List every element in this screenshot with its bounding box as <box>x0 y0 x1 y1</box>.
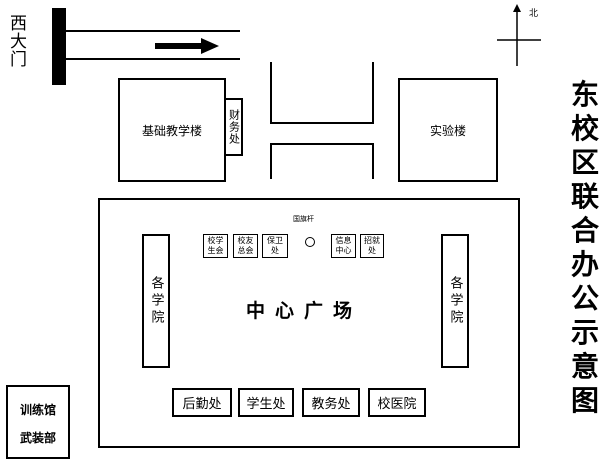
map-title-char: 东 <box>570 78 599 111</box>
left-colleges-label: 各学院 <box>148 275 164 327</box>
academic-affairs-office-label: 教务处 <box>311 397 351 412</box>
training-hall-building[interactable]: 训练馆 武装部 <box>6 385 70 459</box>
north-compass-icon <box>497 4 541 66</box>
left-colleges-building[interactable]: 各学院 <box>142 234 170 368</box>
admissions-office[interactable]: 招就处 <box>360 234 384 258</box>
training-hall-label: 训练馆 <box>19 403 56 417</box>
security-office-label: 保卫处 <box>267 236 283 255</box>
west-gate-label: 西大门 <box>6 14 26 68</box>
west-gate-bar <box>52 8 66 85</box>
campus-hospital[interactable]: 校医院 <box>368 388 426 417</box>
alumni-association-label: 校友总会 <box>237 236 254 255</box>
logistics-office[interactable]: 后勤处 <box>172 388 232 417</box>
entrance-road-top <box>66 30 240 32</box>
information-center-label: 信息中心 <box>335 236 352 255</box>
road-line-left-lower-horizontal <box>270 143 374 145</box>
logistics-office-label: 后勤处 <box>182 397 222 412</box>
map-title-char: 合 <box>570 214 599 247</box>
map-title-char: 示 <box>570 316 599 349</box>
student-union-office[interactable]: 校学生会 <box>203 234 228 258</box>
road-line-left-upper-vertical <box>270 62 272 124</box>
lab-building-label: 实验楼 <box>429 123 466 138</box>
information-center-office[interactable]: 信息中心 <box>331 234 356 258</box>
lab-building[interactable]: 实验楼 <box>398 78 498 182</box>
student-union-label: 校学生会 <box>207 236 224 255</box>
armed-forces-label: 武装部 <box>19 431 56 445</box>
right-colleges-building[interactable]: 各学院 <box>441 234 469 368</box>
security-office[interactable]: 保卫处 <box>262 234 288 258</box>
alumni-association-office[interactable]: 校友总会 <box>233 234 258 258</box>
map-title-char: 办 <box>570 248 599 281</box>
map-title-char: 图 <box>570 384 599 417</box>
student-affairs-office[interactable]: 学生处 <box>238 388 294 417</box>
direction-arrow-icon <box>155 38 219 54</box>
map-title-char: 公 <box>570 282 599 315</box>
right-colleges-label: 各学院 <box>447 275 463 327</box>
basic-teaching-building-label: 基础教学楼 <box>141 123 202 138</box>
academic-affairs-office[interactable]: 教务处 <box>302 388 360 417</box>
road-line-right-upper-vertical <box>372 62 374 124</box>
map-title-char: 区 <box>570 146 599 179</box>
admissions-office-label: 招就处 <box>364 236 380 255</box>
flagpole-label: 国旗杆 <box>293 215 314 223</box>
basic-teaching-building[interactable]: 基础教学楼 <box>118 78 226 182</box>
central-plaza-label: 中心广场 <box>246 300 363 322</box>
flagpole-icon <box>305 237 315 247</box>
road-line-left-upper-horizontal <box>270 122 374 124</box>
map-title-char: 联 <box>570 180 599 213</box>
road-line-right-lower-vertical <box>372 143 374 179</box>
north-label: 北 <box>529 9 539 19</box>
finance-office[interactable]: 财务处 <box>224 98 243 156</box>
entrance-road-bottom <box>66 58 240 60</box>
road-line-left-lower-vertical <box>270 143 272 179</box>
map-title: 东校区联合办公示意图 <box>565 78 604 458</box>
finance-office-label: 财务处 <box>227 109 241 145</box>
campus-hospital-label: 校医院 <box>377 397 417 412</box>
map-title-char: 意 <box>570 350 599 383</box>
student-affairs-office-label: 学生处 <box>246 397 286 412</box>
map-title-char: 校 <box>570 112 599 145</box>
